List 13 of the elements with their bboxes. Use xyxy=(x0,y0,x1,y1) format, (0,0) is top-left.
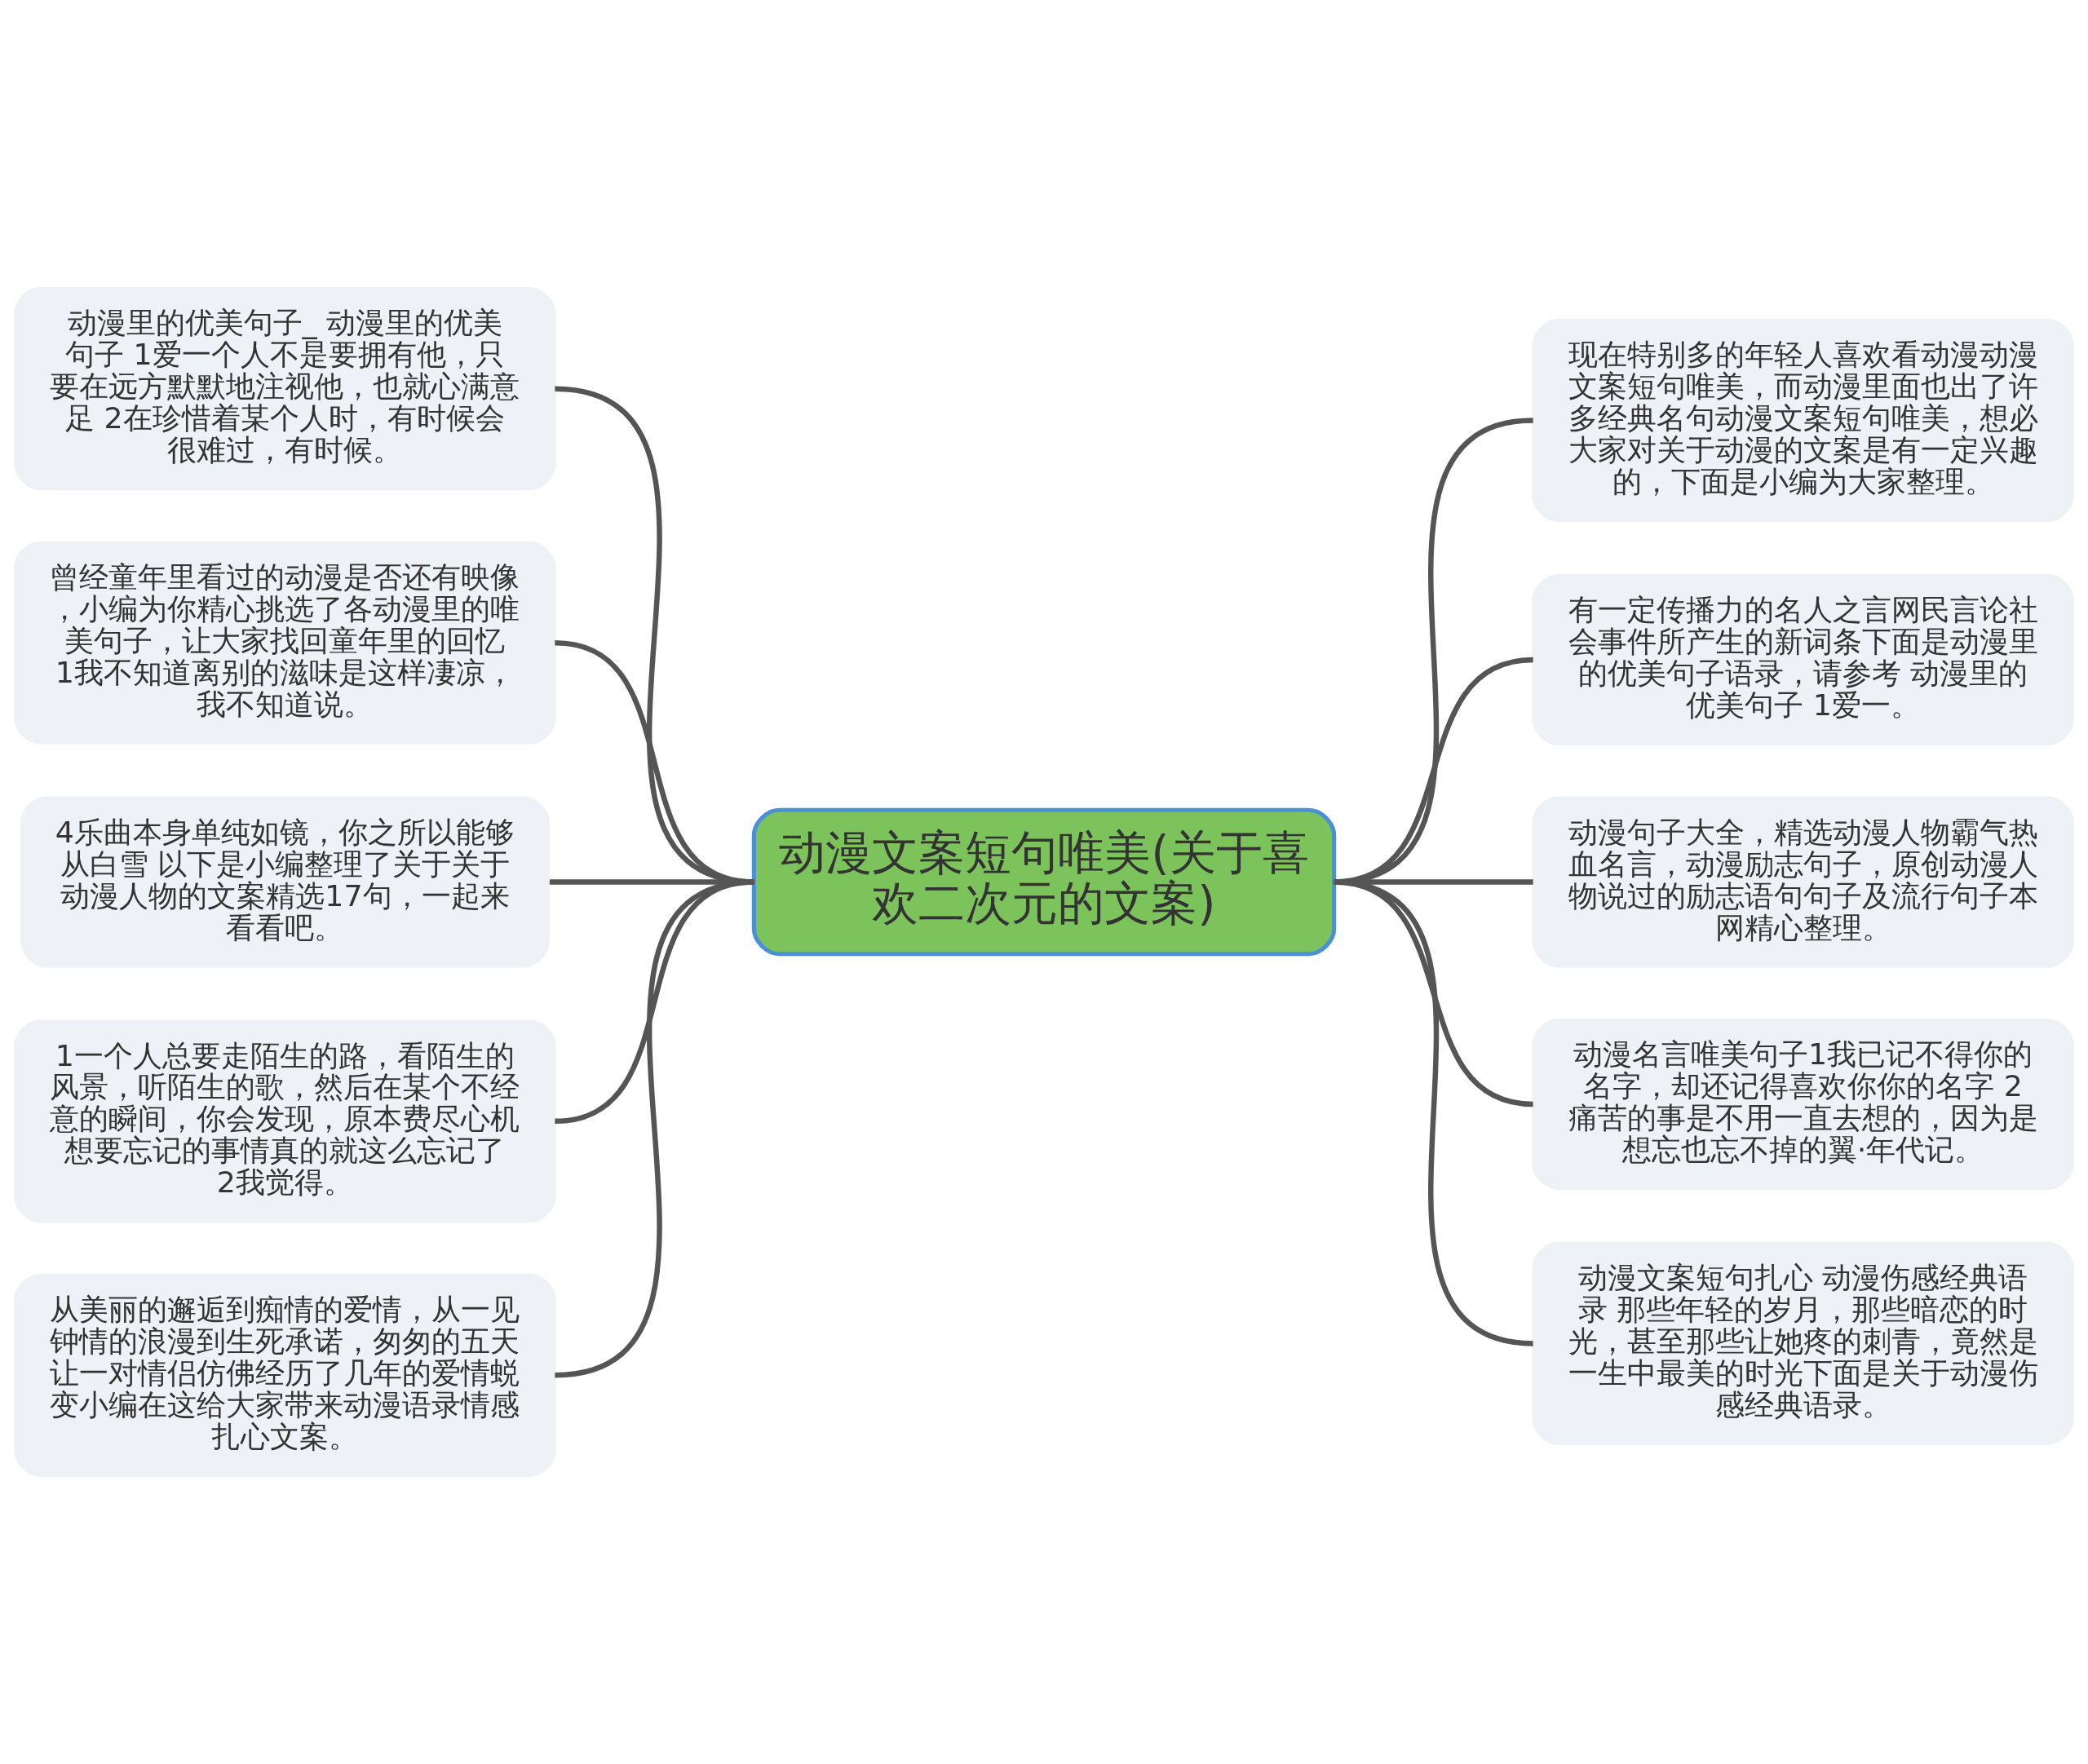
node-box: 曾经童年里看过的动漫是否还有映像，小编为你精心挑选了各动漫里的唯美句子，让大家找回童年里的回忆 1我不知道离别的滋味是这样凄凉，我不知道说。 xyxy=(14,541,556,745)
connector xyxy=(1334,879,1534,1346)
connector xyxy=(554,879,754,1378)
node-box: 从美丽的邂逅到痴情的爱情，从一见钟情的浪漫到生死承诺，匆匆的五天让一对情侣仿佛经历了几年的爱情蜕变小编在这给大家带来动漫语录情感扎心文案。 xyxy=(14,1273,556,1477)
node-box: 动漫里的优美句子_ 动漫里的优美句子 1爱一个人不是要拥有他，只要在远方默默地注视他，也就心满意足 2在珍惜着某个人时，有时候会很难过，有时候。 xyxy=(14,287,556,491)
node-box: 动漫名言唯美句子1我已记不得你的名字，却还记得喜欢你你的名字 2痛苦的事是不用一直去想的，因为是想忘也忘不掉的翼·年代记。 xyxy=(1532,1018,2074,1191)
node-box: 动漫句子大全，精选动漫人物霸气热血名言，动漫励志句子，原创动漫人物说过的励志语句句子及流行句子本网精心整理。 xyxy=(1532,796,2074,968)
node-box: 有一定传播力的名人之言网民言论社会事件所产生的新词条下面是动漫里的优美句子语录，请参考 动漫里的优美句子 1爱一。 xyxy=(1532,573,2074,746)
node-box: 动漫文案短句扎心 动漫伤感经典语录 那些年轻的岁月，那些暗恋的时光，甚至那些让她疼的刺青，竟然是一生中最美的时光下面是关于动漫伤感经典语录。 xyxy=(1532,1241,2074,1445)
node-box: 现在特别多的年轻人喜欢看动漫动漫文案短句唯美，而动漫里面也出了许多经典名句动漫文案短句唯美，想必大家对关于动漫的文案是有一定兴趣的，下面是小编为大家整理。 xyxy=(1532,319,2074,523)
node-box: 4乐曲本身单纯如镜，你之所以能够从白雪 以下是小编整理了关于关于动漫人物的文案精选17句，一起来看看吧。 xyxy=(20,796,550,968)
node-box: 1一个人总要走陌生的路，看陌生的风景，听陌生的歌，然后在某个不经意的瞬间，你会发现，原本费尽心机想要忘记的事情真的就这么忘记了 2我觉得。 xyxy=(14,1019,556,1223)
node-box: 动漫文案短句唯美(关于喜欢二次元的文案) xyxy=(751,807,1337,957)
